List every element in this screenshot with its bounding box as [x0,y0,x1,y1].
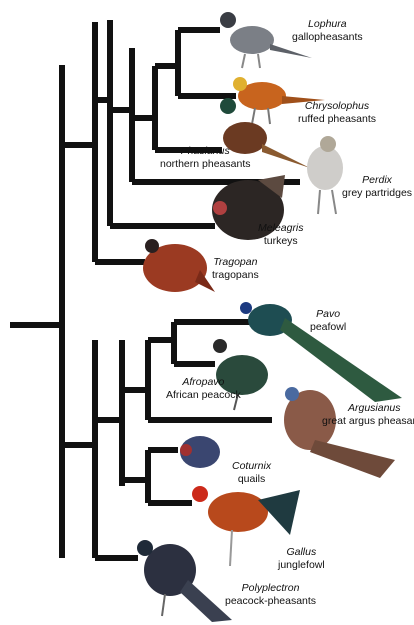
taxon-label-tragopan: Tragopan tragopans [212,256,259,282]
perdix-icon [307,136,343,214]
common-name: African peacock [166,389,241,402]
genus-name: Argusianus [322,402,414,415]
genus-name: Tragopan [212,256,259,269]
taxon-label-perdix: Perdix grey partridges [342,174,412,200]
genus-name: Polyplectron [225,582,316,595]
genus-name: Phasianus [160,145,250,158]
polyplectron-icon [137,540,232,622]
genus-name: Chrysolophus [298,100,376,113]
common-name: grey partridges [342,187,412,200]
taxon-label-coturnix: Coturnix quails [232,460,271,486]
common-name: ruffed pheasants [298,113,376,126]
common-name: turkeys [258,235,304,248]
tragopan-icon [143,239,215,292]
genus-name: Meleagris [258,222,304,235]
common-name: quails [232,473,271,486]
genus-name: Pavo [310,308,346,321]
common-name: gallopheasants [292,31,363,44]
common-name: peacock-pheasants [225,595,316,608]
common-name: peafowl [310,321,346,334]
taxon-label-afropavo: Afropavo African peacock [166,376,241,402]
taxon-label-chrysolophus: Chrysolophus ruffed pheasants [298,100,376,126]
taxon-label-lophura: Lophura gallopheasants [292,18,363,44]
common-name: northern pheasants [160,158,250,171]
genus-name: Afropavo [166,376,241,389]
common-name: junglefowl [278,559,325,572]
genus-name: Perdix [342,174,412,187]
taxon-label-meleagris: Meleagris turkeys [258,222,304,248]
taxon-label-gallus: Gallus junglefowl [278,546,325,572]
coturnix-icon [180,436,220,468]
genus-name: Gallus [278,546,325,559]
common-name: great argus pheasants [322,415,414,428]
taxon-label-pavo: Pavo peafowl [310,308,346,334]
genus-name: Coturnix [232,460,271,473]
taxon-label-phasianus: Phasianus northern pheasants [160,145,250,171]
taxon-label-polyplectron: Polyplectron peacock-pheasants [225,582,316,608]
genus-name: Lophura [292,18,363,31]
common-name: tragopans [212,269,259,282]
taxon-label-argusianus: Argusianus great argus pheasants [322,402,414,428]
